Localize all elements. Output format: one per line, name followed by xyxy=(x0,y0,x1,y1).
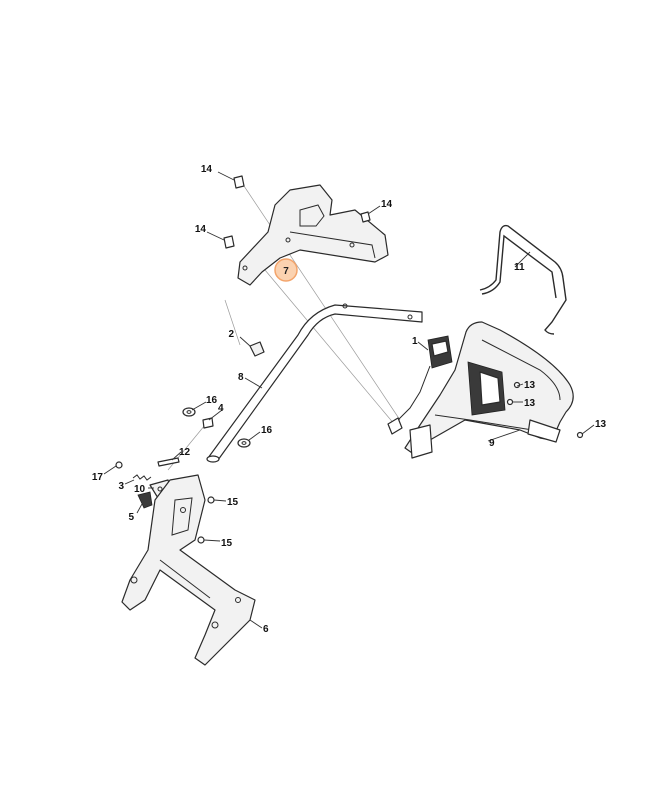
callout-7-label: 7 xyxy=(283,266,289,277)
part-2-plug[interactable] xyxy=(249,341,265,357)
callout-15-b[interactable]: 15 xyxy=(221,538,233,549)
callout-13-a[interactable]: 13 xyxy=(524,380,536,391)
part-3-spring[interactable] xyxy=(132,474,152,481)
callout-9[interactable]: 9 xyxy=(489,438,495,449)
part-15-screw-a[interactable] xyxy=(207,496,215,504)
callout-3[interactable]: 3 xyxy=(118,481,124,492)
leader-lines xyxy=(103,171,595,629)
callout-16-b[interactable]: 16 xyxy=(261,425,273,436)
callout-1[interactable]: 1 xyxy=(412,336,418,347)
part-15-screw-b[interactable] xyxy=(197,536,205,544)
part-14-screw-c[interactable] xyxy=(223,235,235,249)
callout-6[interactable]: 6 xyxy=(263,624,269,635)
part-13-screw-b[interactable] xyxy=(506,398,514,406)
part-13-screw-c[interactable] xyxy=(576,431,584,439)
callout-5[interactable]: 5 xyxy=(128,512,134,523)
callout-2[interactable]: 2 xyxy=(228,329,234,340)
callout-12[interactable]: 12 xyxy=(179,447,191,458)
callout-14-b[interactable]: 14 xyxy=(381,199,393,210)
part-11-bail-wire[interactable] xyxy=(479,224,567,335)
callout-4[interactable]: 4 xyxy=(218,403,224,414)
part-9-control-assembly[interactable] xyxy=(404,321,574,459)
part-5-latch[interactable] xyxy=(137,491,153,509)
callout-11[interactable]: 11 xyxy=(514,262,525,273)
part-16-washer-b[interactable] xyxy=(237,438,251,448)
part-4-bushing[interactable] xyxy=(202,417,214,429)
callout-labels: 14 14 14 11 1 2 8 16 4 16 12 17 3 10 5 1… xyxy=(92,164,607,635)
callout-14-c[interactable]: 14 xyxy=(195,224,207,235)
callout-16-a[interactable]: 16 xyxy=(206,395,218,406)
callout-14-a[interactable]: 14 xyxy=(201,164,213,175)
part-7-handle-cover[interactable] xyxy=(237,184,389,286)
callout-8[interactable]: 8 xyxy=(238,372,244,383)
part-14-screw-b[interactable] xyxy=(360,211,371,223)
part-6-lower-frame[interactable] xyxy=(121,474,256,666)
callout-7-highlighted[interactable]: 7 xyxy=(274,258,298,282)
callout-15-a[interactable]: 15 xyxy=(227,497,239,508)
part-17-nut[interactable] xyxy=(115,461,123,469)
part-12-pin[interactable] xyxy=(157,457,180,467)
callout-17[interactable]: 17 xyxy=(92,472,104,483)
part-8-handle-tube[interactable] xyxy=(206,303,423,463)
callout-10[interactable]: 10 xyxy=(134,484,146,495)
part-14-screw-a[interactable] xyxy=(233,175,245,189)
callout-13-b[interactable]: 13 xyxy=(524,398,536,409)
callout-13-c[interactable]: 13 xyxy=(595,419,607,430)
part-1-switch-box[interactable] xyxy=(387,335,453,435)
